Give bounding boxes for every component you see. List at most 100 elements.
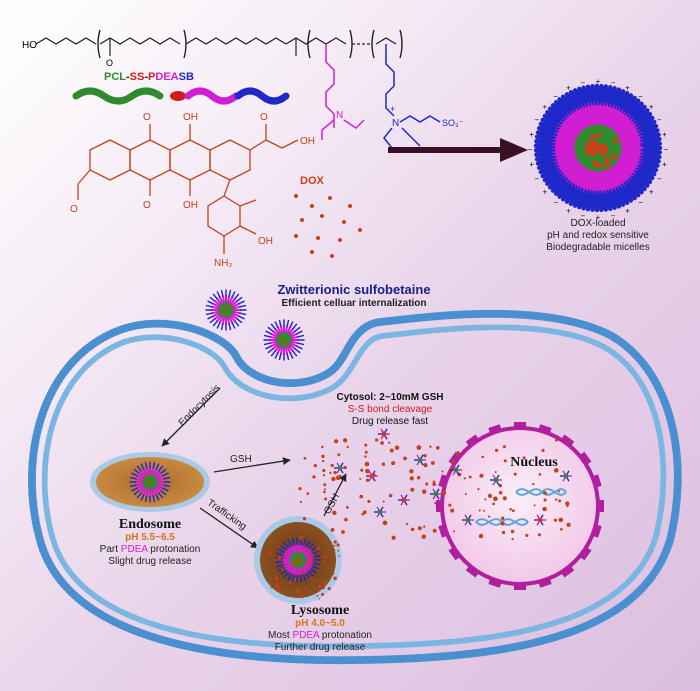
dox-dot xyxy=(358,228,362,232)
pdea-arm xyxy=(226,294,231,305)
released-dox xyxy=(388,493,393,498)
pdea-arm xyxy=(286,345,292,354)
sb-arm xyxy=(640,149,663,155)
released-dox xyxy=(308,549,312,553)
sb-arm xyxy=(633,111,653,126)
charge-mark: + xyxy=(625,84,630,93)
micelle-fragment xyxy=(414,454,426,466)
pdea-arm xyxy=(221,315,226,326)
charge-mark: + xyxy=(625,206,630,215)
released-dox xyxy=(421,489,427,494)
core-dox xyxy=(222,309,225,312)
core-dox xyxy=(143,479,146,482)
charge-mark: + xyxy=(596,77,601,86)
sb-arm xyxy=(627,177,644,195)
pdea-arm xyxy=(150,466,155,477)
charge-mark: − xyxy=(611,211,616,220)
endosome-line1: Part PDEA protonation xyxy=(100,544,201,555)
dox-label: DOX xyxy=(300,175,325,187)
micelle-fragment xyxy=(430,488,442,500)
sb-arm xyxy=(305,540,311,548)
released-dox xyxy=(511,537,514,541)
pdea-arm xyxy=(154,485,163,492)
trafficking-arrow xyxy=(199,507,259,549)
pdea-n-label: N xyxy=(336,110,343,121)
pdea-arm xyxy=(298,543,302,554)
released-dox xyxy=(330,463,334,468)
dox-dot xyxy=(310,250,314,254)
released-dox xyxy=(330,552,333,554)
sb-arm xyxy=(590,84,597,106)
name-dea: DEA xyxy=(155,71,178,83)
pdea-arm xyxy=(152,487,158,496)
pdea-arm xyxy=(137,472,146,479)
released-dox xyxy=(333,470,337,475)
dox-o4: O xyxy=(70,204,78,215)
released-dox xyxy=(391,461,396,466)
core-dox xyxy=(148,481,151,483)
sb-arm xyxy=(212,320,218,327)
sb-arm xyxy=(220,323,224,331)
released-dox xyxy=(316,594,319,597)
released-dox xyxy=(538,473,542,476)
released-dox xyxy=(558,490,561,493)
released-dox xyxy=(333,544,336,547)
core-dox xyxy=(302,559,305,562)
sb-arm xyxy=(598,83,604,106)
sb-arm xyxy=(283,541,290,549)
sb-arm xyxy=(639,132,661,141)
core-dox xyxy=(292,560,295,563)
released-dox xyxy=(312,554,315,557)
name-ss: SS xyxy=(130,71,145,83)
released-dox xyxy=(416,445,422,450)
sb-arm xyxy=(547,106,566,122)
charge-mark: − xyxy=(534,115,539,124)
sb-arm xyxy=(533,147,556,153)
sb-arm xyxy=(535,156,557,166)
sb-arm xyxy=(278,319,282,327)
sb-arm xyxy=(297,342,305,346)
released-dox xyxy=(391,535,396,540)
released-dox xyxy=(342,438,348,443)
sulfonate-label: SO₃⁻ xyxy=(442,118,464,128)
dox-structure xyxy=(77,124,299,254)
pdea-arm xyxy=(155,477,166,482)
sb-arm xyxy=(162,487,169,492)
pdea-arm xyxy=(218,315,224,324)
pdea-arm xyxy=(287,344,294,353)
sb-arm xyxy=(550,103,568,120)
dox-nh2: NH₂ xyxy=(214,258,232,269)
sb-arm xyxy=(277,548,285,554)
sb-arm xyxy=(291,537,295,546)
released-dox xyxy=(323,581,327,585)
sb-charge-label: + xyxy=(390,104,395,114)
released-dox xyxy=(296,554,300,558)
sb-arm xyxy=(209,296,216,302)
released-dox xyxy=(568,440,571,443)
sb-arm xyxy=(534,134,557,143)
sb-arm xyxy=(637,123,659,135)
released-dox xyxy=(321,586,325,590)
micelle-fragment xyxy=(366,470,378,482)
sb-arm xyxy=(158,492,164,499)
pdea-arm xyxy=(289,332,298,338)
charge-mark: + xyxy=(542,187,547,196)
released-dox xyxy=(510,529,515,534)
micelle-caption-line1: DOX-loaded xyxy=(570,218,625,229)
released-dox xyxy=(502,445,506,449)
released-dox xyxy=(323,488,327,491)
lysosome-line2: Further drug release xyxy=(275,642,366,653)
released-dox xyxy=(421,534,427,539)
pdea-arm xyxy=(289,342,298,348)
released-dox xyxy=(450,508,455,513)
sb-arm xyxy=(633,170,653,185)
released-dox xyxy=(313,463,318,468)
sb-arm xyxy=(140,463,145,470)
core-dox xyxy=(146,476,148,479)
released-dox xyxy=(321,592,325,596)
released-dox xyxy=(463,477,466,480)
released-dox xyxy=(389,448,394,453)
core-dox xyxy=(299,559,302,562)
endosome-line1-post: protonation xyxy=(147,544,200,555)
sb-arm xyxy=(537,160,558,171)
